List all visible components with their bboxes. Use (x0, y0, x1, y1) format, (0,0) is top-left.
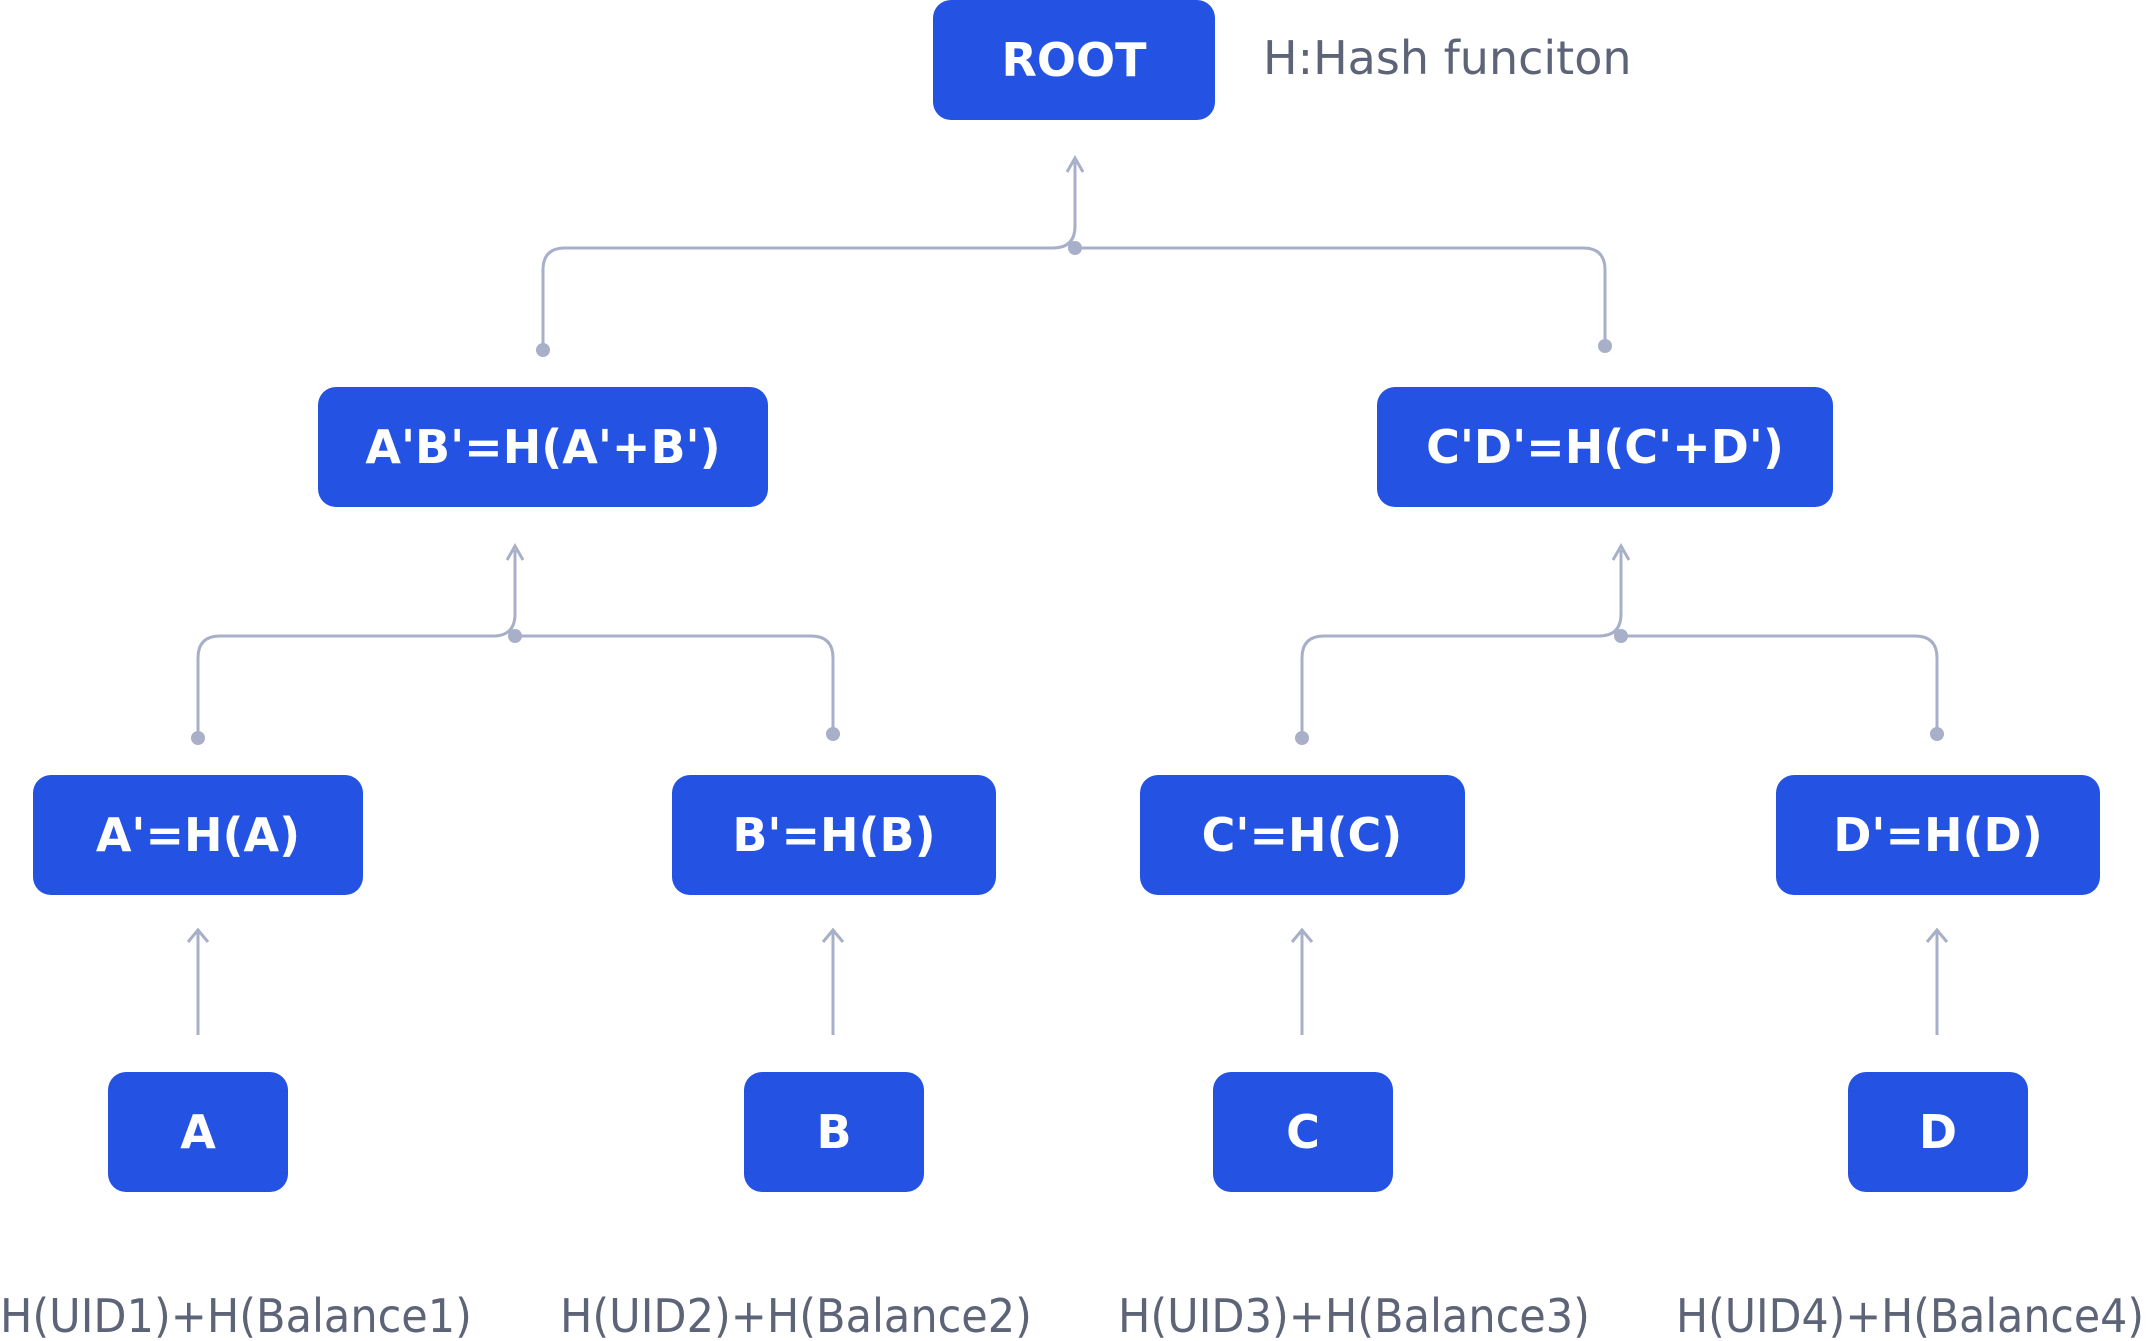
leaf-caption-3: H(UID3)+H(Balance3) (1118, 1289, 1590, 1341)
leaf-caption-1: H(UID1)+H(Balance1) (0, 1289, 472, 1341)
node-d: D (1848, 1072, 2028, 1192)
connector-cd (1295, 542, 1944, 745)
node-root: ROOT (933, 0, 1215, 120)
leaf-caption-2: H(UID2)+H(Balance2) (560, 1289, 1032, 1341)
node-ab-label: A'B'=H(A'+B') (365, 420, 720, 474)
legend-text: H:Hash funciton (1263, 31, 1632, 85)
node-d-hash: D'=H(D) (1776, 775, 2100, 895)
node-a-label: A (180, 1105, 216, 1159)
node-root-label: ROOT (1001, 33, 1147, 87)
leaf-arrow-a (186, 927, 210, 1035)
node-a-hash: A'=H(A) (33, 775, 363, 895)
node-ab: A'B'=H(A'+B') (318, 387, 768, 507)
node-b: B (744, 1072, 924, 1192)
node-b-hash-label: B'=H(B) (732, 808, 935, 862)
node-b-hash: B'=H(B) (672, 775, 996, 895)
leaf-arrow-b (821, 927, 845, 1035)
leaf-arrow-d (1925, 927, 1949, 1035)
leaf-arrow-c (1290, 927, 1314, 1035)
node-a-hash-label: A'=H(A) (96, 808, 300, 862)
node-c-label: C (1286, 1105, 1320, 1159)
node-c-hash: C'=H(C) (1140, 775, 1465, 895)
connector-root (536, 154, 1612, 357)
node-cd: C'D'=H(C'+D') (1377, 387, 1833, 507)
node-c: C (1213, 1072, 1393, 1192)
node-b-label: B (816, 1105, 851, 1159)
node-a: A (108, 1072, 288, 1192)
node-d-hash-label: D'=H(D) (1833, 808, 2043, 862)
node-c-hash-label: C'=H(C) (1202, 808, 1403, 862)
leaf-caption-4: H(UID4)+H(Balance4) (1676, 1289, 2144, 1341)
node-d-label: D (1919, 1105, 1957, 1159)
node-cd-label: C'D'=H(C'+D') (1426, 420, 1784, 474)
connector-ab (191, 542, 840, 745)
